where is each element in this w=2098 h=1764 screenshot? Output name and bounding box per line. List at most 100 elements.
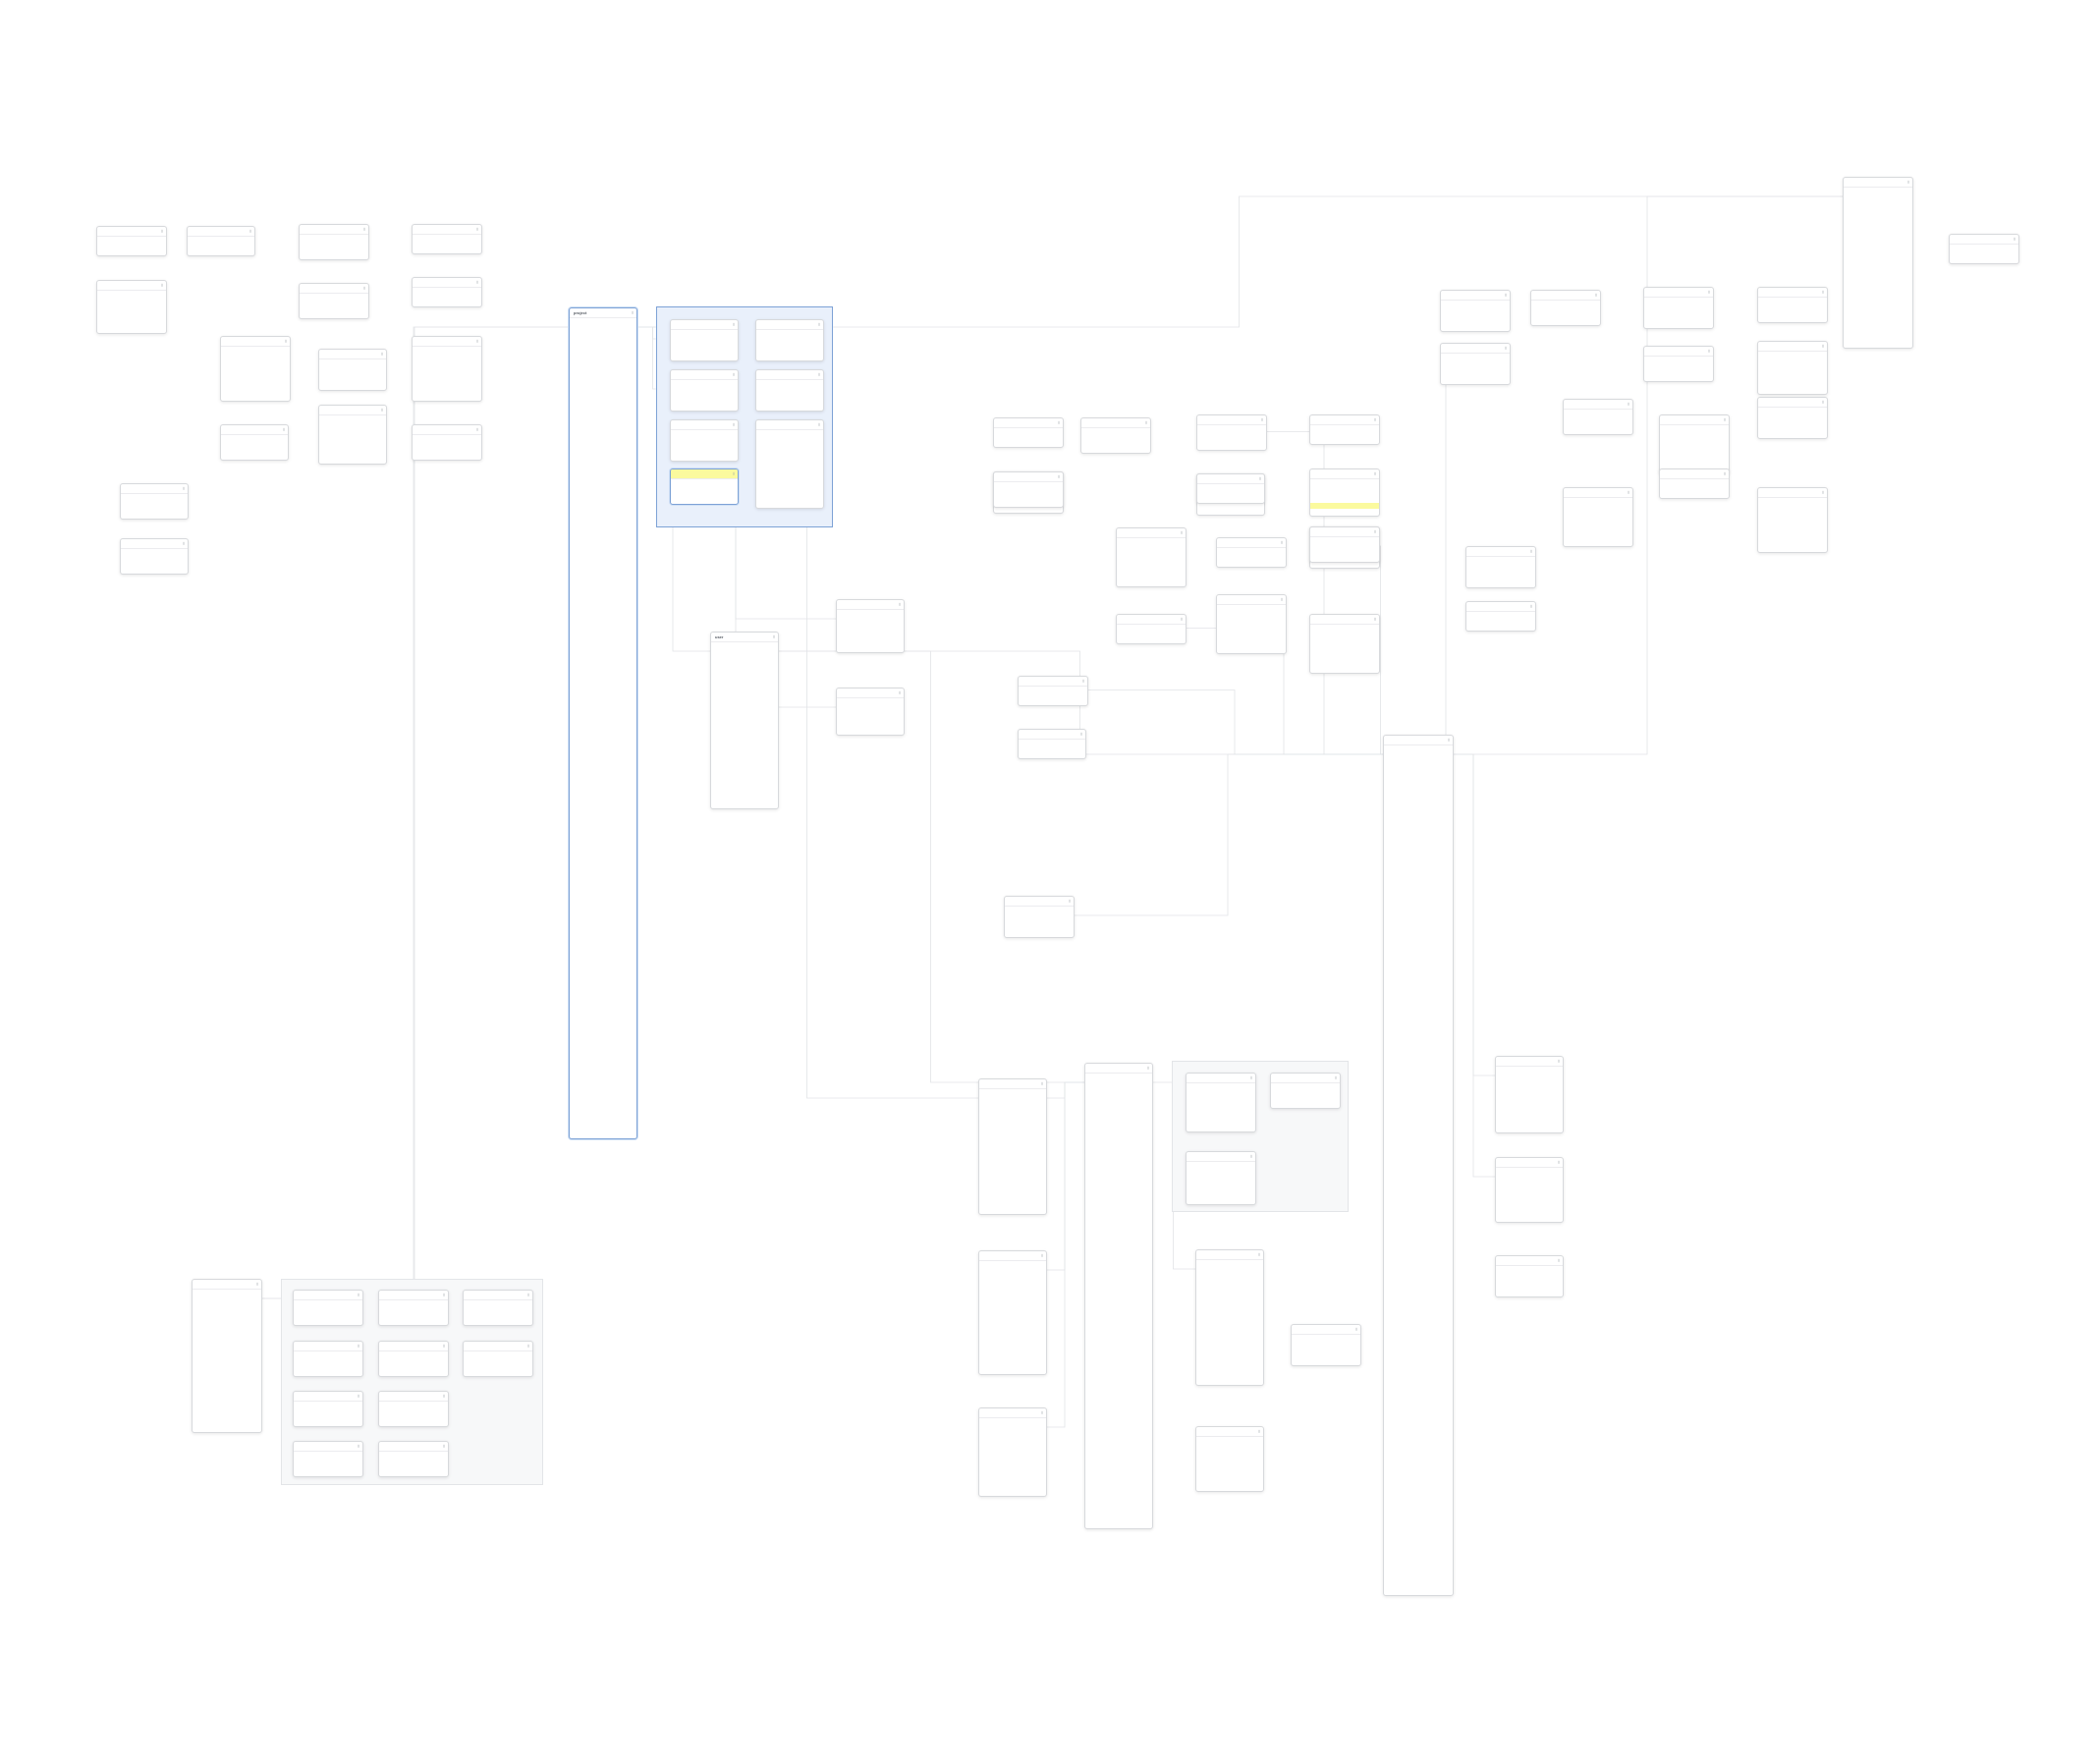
table-title[interactable] <box>1950 235 2018 245</box>
table-column-row[interactable] <box>1758 545 1827 551</box>
table-column-row[interactable] <box>671 454 738 460</box>
table-title[interactable] <box>1197 474 1264 484</box>
table-title[interactable]: project <box>570 308 636 318</box>
entity-table[interactable] <box>1309 526 1380 563</box>
table-title[interactable] <box>319 350 386 359</box>
table-title[interactable] <box>1660 415 1729 425</box>
table-title[interactable] <box>756 320 823 330</box>
table-column-row[interactable] <box>1564 539 1632 545</box>
table-title[interactable] <box>1005 897 1074 907</box>
table-title[interactable] <box>979 1251 1046 1261</box>
entity-table[interactable] <box>978 1407 1047 1497</box>
entity-table[interactable] <box>1949 234 2019 264</box>
table-title[interactable] <box>979 1079 1046 1089</box>
table-column-row[interactable] <box>1758 387 1827 393</box>
table-title[interactable] <box>413 225 481 235</box>
table-column-row[interactable] <box>97 248 166 254</box>
table-title[interactable] <box>1466 547 1535 557</box>
table-title[interactable] <box>1196 1427 1263 1437</box>
table-title[interactable] <box>300 284 368 294</box>
table-title[interactable] <box>1496 1158 1563 1168</box>
table-title[interactable] <box>413 425 481 435</box>
table-column-row[interactable] <box>464 1318 532 1324</box>
entity-table[interactable] <box>1495 1157 1564 1223</box>
table-column-row[interactable] <box>1271 1101 1340 1107</box>
table-title[interactable] <box>221 425 288 435</box>
entity-table[interactable] <box>412 224 482 254</box>
table-title[interactable] <box>464 1291 532 1300</box>
table-column-row[interactable] <box>1844 341 1912 347</box>
entity-table[interactable] <box>1659 414 1730 474</box>
table-title[interactable] <box>294 1342 362 1351</box>
entity-table[interactable] <box>836 688 905 736</box>
table-title[interactable] <box>193 1280 261 1290</box>
table-title[interactable] <box>979 1408 1046 1418</box>
table-column-row[interactable] <box>1441 377 1510 383</box>
table-column-row[interactable] <box>1197 508 1264 514</box>
table-title[interactable] <box>1085 1064 1152 1074</box>
table-column-row[interactable] <box>1081 446 1150 452</box>
entity-table[interactable] <box>670 419 739 462</box>
table-column-row[interactable] <box>1466 580 1535 586</box>
table-column-row[interactable] <box>1019 751 1085 757</box>
table-column-row[interactable] <box>1496 1290 1563 1295</box>
table-title[interactable]: user <box>711 633 778 642</box>
entity-table[interactable] <box>96 280 167 334</box>
table-column-row[interactable] <box>294 1419 362 1425</box>
table-column-row[interactable] <box>1564 427 1632 433</box>
entity-table[interactable] <box>1291 1324 1361 1366</box>
table-title[interactable] <box>1019 730 1085 740</box>
table-title[interactable] <box>121 539 188 549</box>
table-title[interactable] <box>1019 677 1087 687</box>
entity-table[interactable] <box>463 1341 533 1377</box>
table-title[interactable] <box>1187 1152 1255 1162</box>
table-title[interactable] <box>97 227 166 237</box>
table-title[interactable] <box>1758 342 1827 352</box>
entity-table[interactable] <box>978 1078 1047 1215</box>
table-title[interactable] <box>1217 595 1286 605</box>
entity-table[interactable] <box>1643 287 1714 329</box>
table-column-row[interactable] <box>1758 431 1827 437</box>
entity-table[interactable] <box>1216 537 1287 568</box>
entity-table[interactable] <box>1116 614 1187 644</box>
entity-table[interactable] <box>1084 1063 1153 1529</box>
table-column-row[interactable] <box>1496 1126 1563 1131</box>
table-column-row[interactable] <box>379 1369 448 1375</box>
entity-table[interactable] <box>412 277 482 307</box>
table-title[interactable] <box>97 281 166 291</box>
table-column-row[interactable] <box>1644 374 1713 380</box>
table-title[interactable] <box>1217 538 1286 548</box>
entity-table[interactable] <box>670 319 739 361</box>
entity-table[interactable] <box>378 1441 449 1477</box>
entity-table[interactable] <box>1309 614 1380 674</box>
table-title[interactable] <box>294 1442 362 1452</box>
table-title[interactable] <box>464 1342 532 1351</box>
table-title[interactable] <box>994 472 1063 482</box>
entity-table[interactable] <box>412 336 482 402</box>
table-column-row[interactable] <box>319 383 386 389</box>
entity-table[interactable] <box>1563 399 1633 435</box>
table-column-row[interactable] <box>1187 1125 1255 1130</box>
table-title[interactable] <box>837 689 904 698</box>
table-column-row[interactable] <box>319 457 386 463</box>
table-title[interactable] <box>1466 602 1535 612</box>
table-title[interactable] <box>319 406 386 415</box>
entity-table[interactable] <box>318 349 387 391</box>
table-title[interactable] <box>221 337 290 347</box>
entity-table[interactable] <box>293 1341 363 1377</box>
table-column-row[interactable] <box>1950 256 2018 262</box>
entity-table[interactable] <box>378 1341 449 1377</box>
table-title[interactable] <box>294 1392 362 1402</box>
entity-table[interactable] <box>1186 1151 1256 1205</box>
table-column-row[interactable] <box>1441 324 1510 330</box>
entity-table[interactable] <box>293 1441 363 1477</box>
table-column-row[interactable] <box>1310 437 1379 443</box>
table-title[interactable] <box>1081 418 1150 428</box>
table-column-row[interactable] <box>221 394 290 400</box>
table-title[interactable] <box>1531 291 1600 301</box>
table-title[interactable] <box>1644 347 1713 357</box>
table-title[interactable] <box>1758 288 1827 298</box>
entity-table[interactable] <box>220 424 289 461</box>
entity-table[interactable] <box>378 1290 449 1326</box>
